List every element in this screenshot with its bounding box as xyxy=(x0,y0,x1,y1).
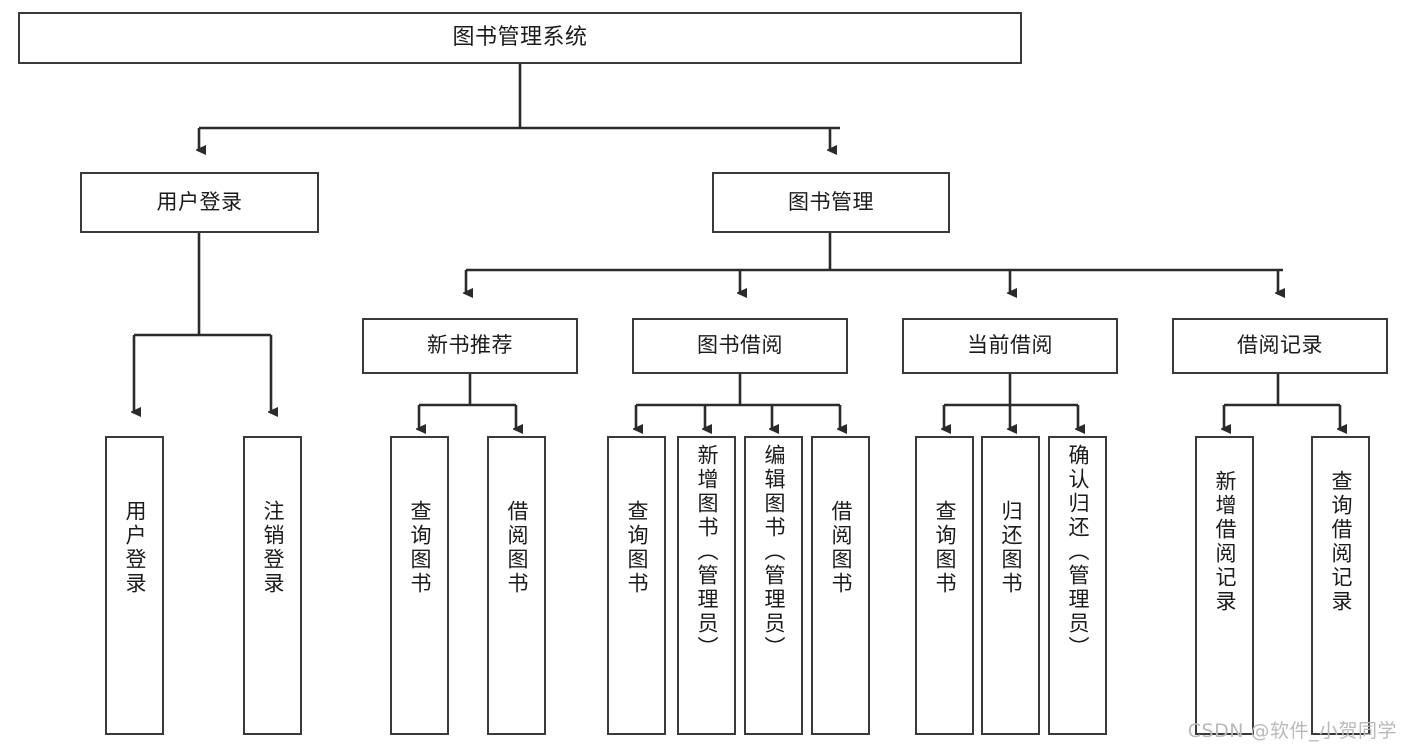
node-new-book-recommend-label: 新书推荐 xyxy=(427,333,513,358)
leaf-logout[interactable]: 注销登录 xyxy=(243,436,302,735)
leaf-borrow-book-2[interactable]: 借阅图书 xyxy=(811,436,870,735)
node-root-label: 图书管理系统 xyxy=(452,24,588,50)
leaf-query-record[interactable]: 查询借阅记录 xyxy=(1311,436,1370,735)
leaf-add-book[interactable]: 新增图书（管理员） xyxy=(677,436,736,735)
leaf-query-record-label: 查询借阅记录 xyxy=(1329,470,1353,614)
node-user-login[interactable]: 用户登录 xyxy=(80,172,319,233)
leaf-add-record[interactable]: 新增借阅记录 xyxy=(1195,436,1254,735)
node-user-login-label: 用户登录 xyxy=(156,189,243,214)
leaf-borrow-book-1-label: 借阅图书 xyxy=(505,500,529,596)
leaf-logout-label: 注销登录 xyxy=(261,500,285,596)
leaf-return-book[interactable]: 归还图书 xyxy=(981,436,1040,735)
leaf-confirm-return[interactable]: 确认归还（管理员） xyxy=(1048,436,1107,735)
leaf-edit-book[interactable]: 编辑图书（管理员） xyxy=(744,436,803,735)
leaf-query-book-1-label: 查询图书 xyxy=(408,500,432,596)
watermark: CSDN @软件_小贺同学 xyxy=(1187,720,1397,742)
leaf-query-book-3-label: 查询图书 xyxy=(933,500,957,596)
leaf-edit-book-label: 编辑图书（管理员） xyxy=(762,444,786,660)
node-book-manage-label: 图书管理 xyxy=(788,189,874,214)
leaf-query-book-2[interactable]: 查询图书 xyxy=(607,436,666,735)
node-book-borrow[interactable]: 图书借阅 xyxy=(632,318,848,374)
leaf-borrow-book-1[interactable]: 借阅图书 xyxy=(487,436,546,735)
leaf-query-book-2-label: 查询图书 xyxy=(625,500,649,596)
node-current-borrow-label: 当前借阅 xyxy=(967,333,1053,358)
leaf-borrow-book-2-label: 借阅图书 xyxy=(829,500,853,596)
leaf-query-book-3[interactable]: 查询图书 xyxy=(915,436,974,735)
node-book-borrow-label: 图书借阅 xyxy=(697,333,783,358)
node-new-book-recommend[interactable]: 新书推荐 xyxy=(362,318,578,374)
node-borrow-record-label: 借阅记录 xyxy=(1237,333,1323,358)
node-root[interactable]: 图书管理系统 xyxy=(18,12,1022,64)
node-borrow-record[interactable]: 借阅记录 xyxy=(1172,318,1388,374)
leaf-user-login[interactable]: 用户登录 xyxy=(105,436,164,735)
leaf-user-login-label: 用户登录 xyxy=(123,500,147,596)
leaf-confirm-return-label: 确认归还（管理员） xyxy=(1066,444,1090,660)
leaf-add-book-label: 新增图书（管理员） xyxy=(695,444,719,660)
node-book-manage[interactable]: 图书管理 xyxy=(712,172,950,233)
node-current-borrow[interactable]: 当前借阅 xyxy=(902,318,1118,374)
leaf-add-record-label: 新增借阅记录 xyxy=(1213,470,1237,614)
leaf-query-book-1[interactable]: 查询图书 xyxy=(390,436,449,735)
leaf-return-book-label: 归还图书 xyxy=(999,500,1023,596)
